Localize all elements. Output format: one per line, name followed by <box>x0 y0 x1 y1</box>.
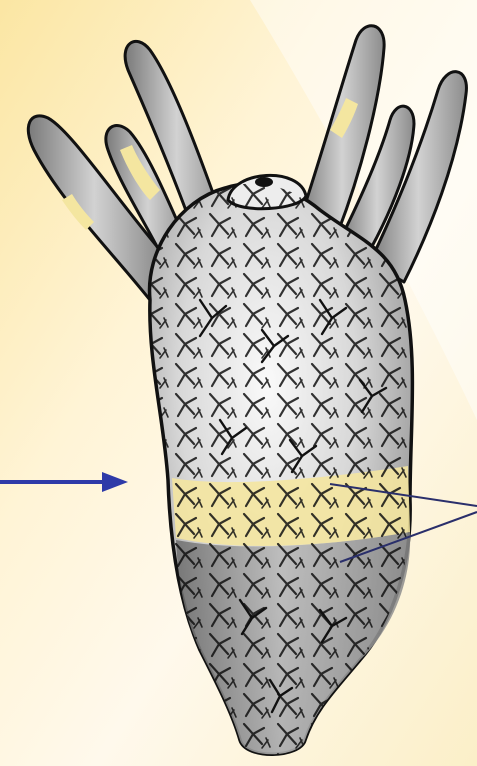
diagram-canvas <box>0 0 477 766</box>
hydra-diagram <box>0 0 477 766</box>
